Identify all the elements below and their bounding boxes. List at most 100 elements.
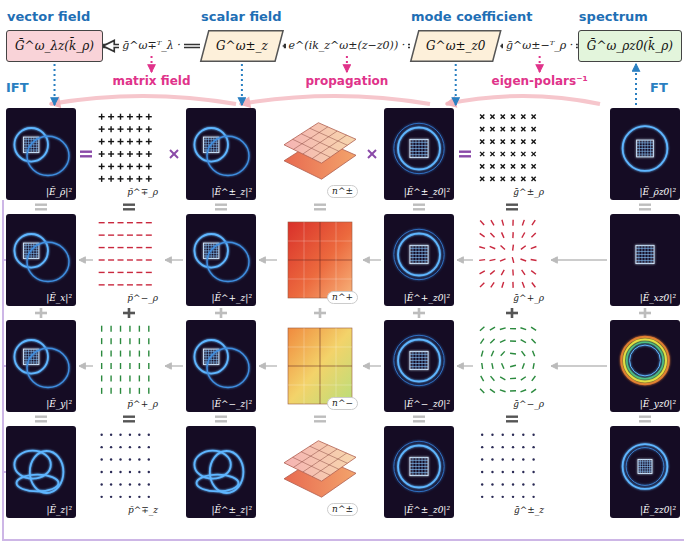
equals-symbol	[35, 420, 47, 422]
equals-symbol	[639, 416, 651, 418]
polarization-glyph	[120, 388, 121, 394]
polarization-glyph	[512, 282, 514, 288]
panel	[384, 108, 454, 200]
intensity-ring	[27, 348, 69, 387]
index-surface	[284, 441, 356, 481]
equals-symbol	[123, 204, 135, 206]
index-map-line	[336, 222, 337, 298]
polarization-glyph	[146, 259, 152, 260]
intensity-grid-line	[637, 154, 654, 155]
polarization-glyph	[110, 351, 111, 357]
operator-label: e^(ik_z^ω±(z−z0)) ·	[286, 39, 409, 53]
polarization-glyph	[522, 363, 524, 369]
polarization-glyph	[533, 363, 534, 369]
panel-label: |Ē_ρ̄|²	[44, 187, 74, 198]
equals-symbol	[80, 151, 92, 153]
panel	[610, 320, 680, 412]
polarization-dot	[522, 458, 524, 460]
polarization-glyph	[129, 126, 130, 132]
polarization-glyph	[101, 375, 102, 381]
field-image	[6, 320, 76, 412]
intensity-ring	[394, 123, 444, 173]
polarization-dot	[491, 434, 493, 436]
intensity-ring	[626, 448, 664, 486]
intensity-grid	[636, 245, 654, 263]
math-expression: Ḡ^ω_λz(k̄_ρ)	[7, 31, 102, 61]
plus-symbol	[319, 308, 322, 318]
field-image	[6, 108, 76, 200]
polarization-glyph	[511, 177, 515, 181]
intensity-grid-line	[410, 466, 428, 467]
intensity-grid-line	[638, 471, 652, 472]
math-expression: G^ω±_z0	[411, 31, 500, 61]
polarization-glyph	[501, 152, 505, 156]
polarization-glyph	[511, 127, 515, 131]
intensity-grid-line	[204, 149, 219, 150]
polarization-glyph	[531, 139, 535, 143]
intensity-ring	[398, 233, 440, 275]
equals-symbol	[215, 416, 227, 418]
polarization-glyph	[118, 272, 124, 273]
polarization-dot	[532, 446, 534, 448]
polarization-glyph	[522, 351, 526, 356]
intensity-grid-line	[651, 245, 652, 263]
flow-arrow	[457, 365, 473, 366]
polarization-glyph	[511, 115, 515, 119]
polarization-glyph	[490, 177, 494, 181]
equals-symbol	[123, 416, 135, 418]
polarization-glyph	[99, 272, 105, 273]
panel	[384, 320, 454, 412]
polarization-glyph	[110, 163, 111, 169]
polarization-glyph	[531, 271, 536, 275]
polarization-dot	[138, 434, 140, 436]
index-map-line	[288, 366, 352, 367]
panel-label: |Ē_z|²	[45, 505, 74, 516]
plus-symbol	[40, 308, 43, 318]
polarization-dot	[100, 434, 102, 436]
polarization-glyph	[500, 259, 506, 261]
polarization-glyph	[511, 152, 515, 156]
equals-symbol	[506, 420, 518, 422]
index-map-line	[336, 328, 337, 404]
intensity-grid-line	[425, 351, 426, 369]
polarization-glyph	[521, 115, 525, 119]
intensity-grid-line	[636, 254, 654, 255]
polarization-glyph	[522, 220, 524, 226]
polarization-glyph	[490, 115, 494, 119]
polarization-glyph	[139, 114, 140, 120]
transform-label: FT	[650, 80, 668, 95]
intensity-grid-line	[425, 457, 426, 475]
parallelogram-shape	[200, 30, 282, 61]
field-image	[186, 426, 256, 518]
polarization-dot	[129, 434, 131, 436]
index-map-line	[288, 260, 352, 261]
polarization-glyph	[480, 271, 485, 274]
polarization-glyph	[490, 127, 494, 131]
intensity-grid	[410, 139, 428, 157]
polarization-glyph	[108, 272, 114, 273]
panel	[99, 223, 152, 285]
polarization-glyph	[480, 139, 484, 143]
polarization-dot	[512, 496, 514, 498]
polarization-glyph	[101, 114, 102, 120]
flow-arrow	[457, 259, 473, 260]
polarization-glyph	[148, 363, 149, 369]
polarization-dot	[129, 496, 131, 498]
polarization-glyph	[490, 115, 494, 119]
polarization-glyph	[490, 233, 494, 237]
polarization-glyph	[480, 139, 484, 143]
equals-symbol	[459, 151, 471, 153]
intensity-ring	[394, 229, 444, 279]
polarization-glyph	[108, 284, 114, 285]
equals-symbol	[123, 208, 135, 210]
polarization-glyph	[110, 338, 111, 344]
polarization-glyph	[532, 339, 536, 343]
polarization-glyph	[139, 176, 140, 182]
intensity-grid-line	[648, 245, 649, 263]
field-image	[186, 214, 256, 306]
polarization-glyph	[501, 351, 505, 355]
panels	[6, 108, 680, 518]
frame-line	[3, 365, 6, 367]
polarization-glyph	[101, 326, 102, 332]
polarization-glyph	[129, 375, 130, 381]
